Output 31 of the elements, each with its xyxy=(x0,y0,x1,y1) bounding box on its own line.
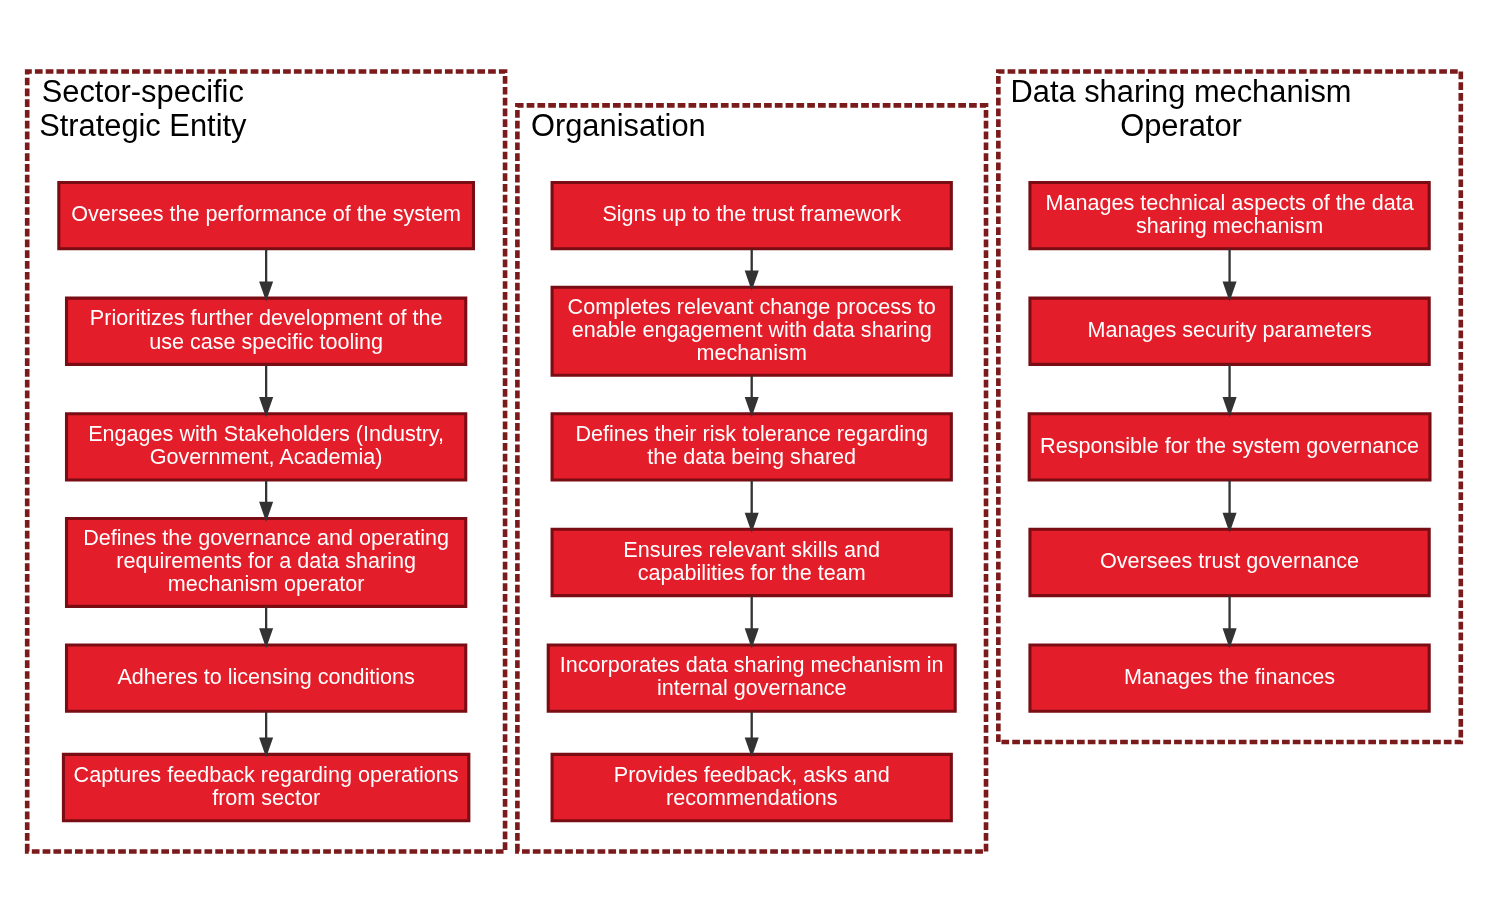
arrow xyxy=(744,595,759,649)
arrow xyxy=(259,711,274,758)
node-box: Manages the finances xyxy=(1028,643,1431,713)
node-box: Ensures relevant skills and capabilities for the team xyxy=(550,527,953,598)
arrow xyxy=(259,249,274,302)
node-box: Completes relevant change process to enable engagement with data sharing mechanism xyxy=(550,285,953,377)
arrow xyxy=(744,249,759,291)
arrow xyxy=(1222,595,1237,649)
arrow xyxy=(1222,480,1237,533)
node-box: Manages technical aspects of the data sharing mechanism xyxy=(1028,180,1431,251)
node-box: Defines their risk tolerance regarding the data being shared xyxy=(550,412,953,482)
arrow xyxy=(744,480,759,533)
arrow xyxy=(1222,249,1237,302)
node-box: Responsible for the system governance xyxy=(1027,412,1432,482)
node-box: Provides feedback, asks and recommendations xyxy=(550,752,953,823)
node-box: Oversees trust governance xyxy=(1028,527,1431,598)
node-box: Oversees the performance of the system xyxy=(57,180,475,251)
node-box: Engages with Stakeholders (Industry, Government, Academia) xyxy=(64,412,468,482)
arrow xyxy=(1222,364,1237,418)
node-box: Signs up to the trust framework xyxy=(550,180,953,251)
node-box: Defines the governance and operating requirements for a data sharing mechanism operator xyxy=(64,517,468,608)
node-box: Adheres to licensing conditions xyxy=(64,643,468,713)
arrow xyxy=(259,606,274,649)
arrow xyxy=(744,375,759,418)
arrow xyxy=(259,480,274,522)
arrow xyxy=(259,364,274,418)
arrow xyxy=(744,711,759,758)
node-box: Incorporates data sharing mechanism in internal governance xyxy=(546,643,957,713)
node-box: Prioritizes further development of the use case specific tooling xyxy=(64,296,468,366)
node-box: Manages security parameters xyxy=(1028,296,1431,366)
node-box: Captures feedback regarding operations from sector xyxy=(61,752,471,823)
